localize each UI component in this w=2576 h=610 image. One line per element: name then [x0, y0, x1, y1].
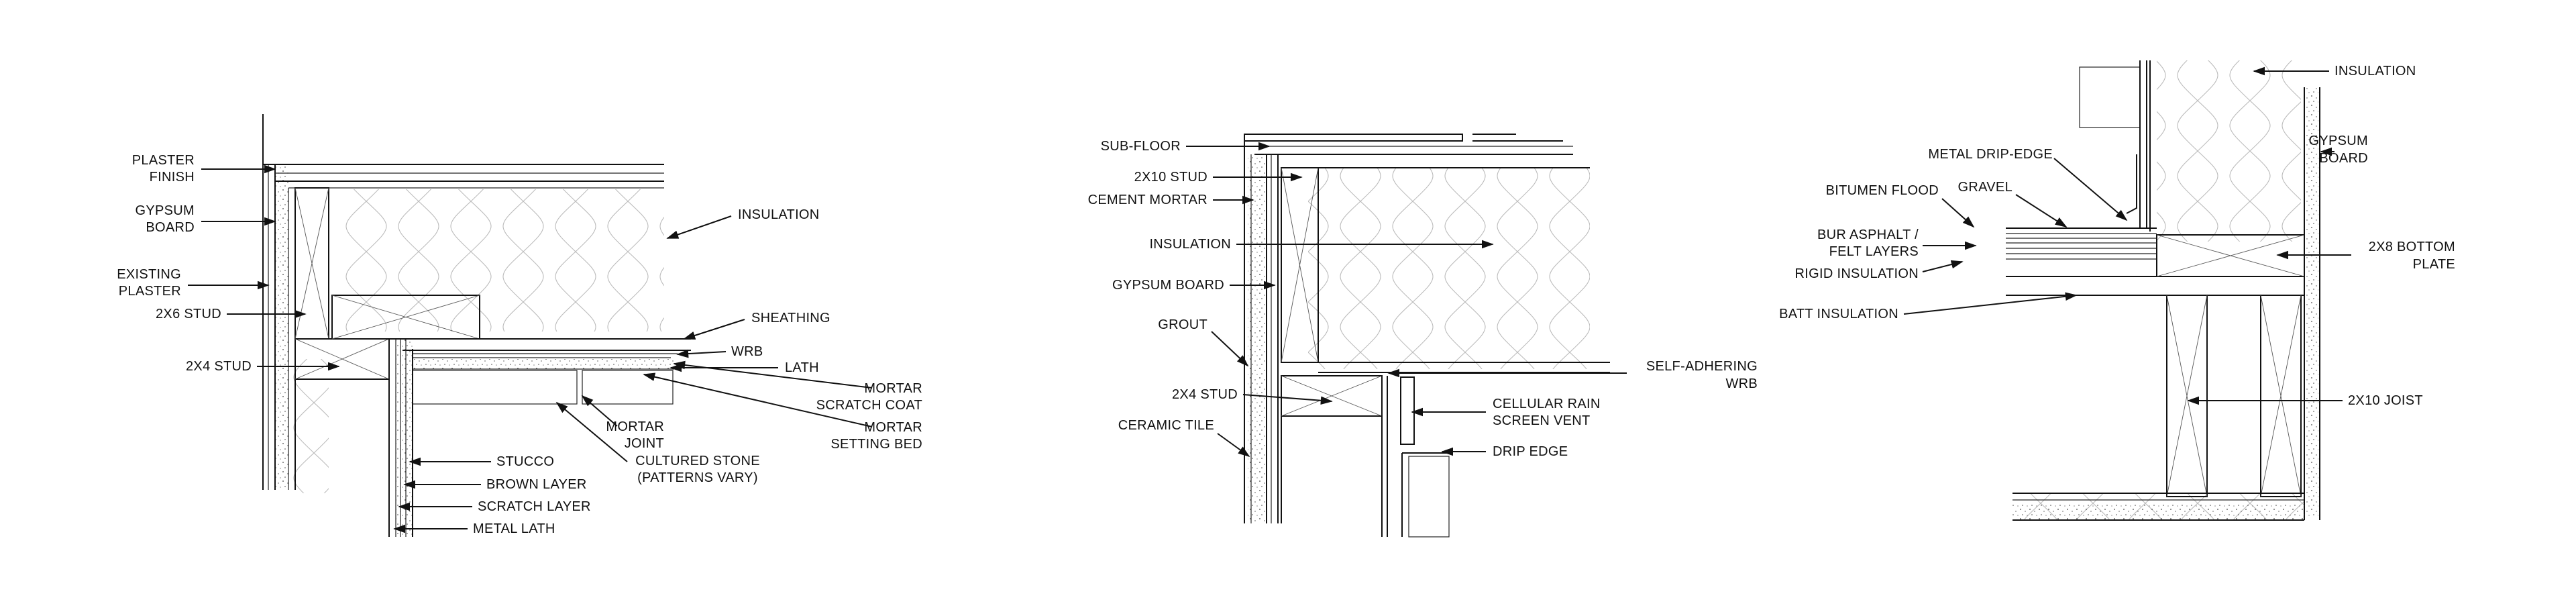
label-2x8-bottom-plate-line2: PLATE [2413, 257, 2455, 272]
label-bitumen-flood: BITUMEN FLOOD [1826, 183, 1939, 198]
label-cement-mortar: CEMENT MORTAR [1088, 193, 1208, 207]
label-insulation-3: INSULATION [2334, 64, 2416, 79]
label-mortar-scratch-coat: MORTAR [864, 381, 922, 396]
label-rigid-insulation: RIGID INSULATION [1795, 266, 1919, 281]
label-plaster-finish: PLASTER [132, 153, 195, 168]
label-2x8-bottom-plate: 2X8 BOTTOM [2369, 240, 2455, 254]
label-2x10-joist: 2X10 JOIST [2348, 393, 2423, 408]
label-cultured-stone: CULTURED STONE [635, 454, 760, 468]
label-2x4-stud-2: 2X4 STUD [1172, 387, 1238, 402]
label-2x6-stud: 2X6 STUD [156, 307, 221, 321]
label-mortar-setting-bed: MORTAR [864, 420, 922, 435]
label-wrb: WRB [731, 344, 763, 359]
label-mortar-joint: MORTAR [606, 419, 664, 434]
label-metal-lath: METAL LATH [473, 521, 555, 536]
label-2x4-stud: 2X4 STUD [186, 359, 252, 374]
label-mortar-joint-line2: JOINT [625, 436, 664, 451]
label-existing-plaster-line2: PLASTER [119, 284, 181, 299]
label-stucco: STUCCO [496, 454, 554, 469]
label-gypsum-board-3: GYPSUM [2309, 134, 2368, 148]
label-brown-layer: BROWN LAYER [486, 477, 587, 492]
label-ceramic-tile: CERAMIC TILE [1118, 418, 1214, 433]
label-mortar-setting-bed-line2: SETTING BED [830, 437, 922, 452]
label-cellular-rain-screen-vent: CELLULAR RAIN [1493, 397, 1601, 411]
label-insulation-2: INSULATION [1149, 237, 1231, 252]
label-gravel: GRAVEL [1958, 180, 2012, 195]
label-self-adhering-wrb-line2: WRB [1725, 376, 1758, 391]
detail-2-labels: SUB-FLOOR 2X10 STUD CEMENT MORTAR INSULA… [1088, 139, 1758, 459]
label-cultured-stone-line2: (PATTERNS VARY) [637, 470, 758, 485]
detail-1-labels: PLASTER FINISH GYPSUM BOARD EXISTING PLA… [117, 153, 922, 536]
label-gypsum-board-2: GYPSUM BOARD [1112, 278, 1224, 293]
detail-3-labels: INSULATION METAL DRIP-EDGE GYPSUM BOARD … [1779, 64, 2455, 408]
label-bur-asphalt-felt-layers: BUR ASPHALT / [1817, 227, 1919, 242]
label-existing-plaster: EXISTING [117, 267, 181, 282]
label-plaster-finish-line2: FINISH [150, 170, 195, 185]
label-lath: LATH [785, 360, 819, 375]
label-metal-drip-edge: METAL DRIP-EDGE [1928, 147, 2053, 162]
label-mortar-scratch-coat-line2: SCRATCH COAT [816, 398, 922, 413]
detail-3-drawing [2006, 60, 2320, 521]
label-sheathing: SHEATHING [751, 311, 830, 325]
label-gypsum-board-line2: BOARD [146, 220, 195, 235]
label-gypsum-board: GYPSUM [136, 203, 195, 218]
label-gypsum-board-3-line2: BOARD [2319, 151, 2368, 166]
label-scratch-layer: SCRATCH LAYER [478, 499, 591, 514]
label-grout: GROUT [1158, 317, 1208, 332]
label-2x10-stud: 2X10 STUD [1134, 170, 1208, 185]
label-self-adhering-wrb: SELF-ADHERING [1646, 359, 1758, 374]
label-cellular-rain-screen-vent-line2: SCREEN VENT [1493, 413, 1591, 428]
label-batt-insulation: BATT INSULATION [1779, 307, 1898, 321]
detail-2-drawing [1244, 134, 1610, 538]
detail-1-drawing [262, 114, 691, 537]
label-insulation: INSULATION [738, 207, 820, 222]
label-sub-floor: SUB-FLOOR [1101, 139, 1181, 154]
label-bur-asphalt-felt-layers-line2: FELT LAYERS [1829, 244, 1919, 259]
label-drip-edge: DRIP EDGE [1493, 444, 1568, 459]
